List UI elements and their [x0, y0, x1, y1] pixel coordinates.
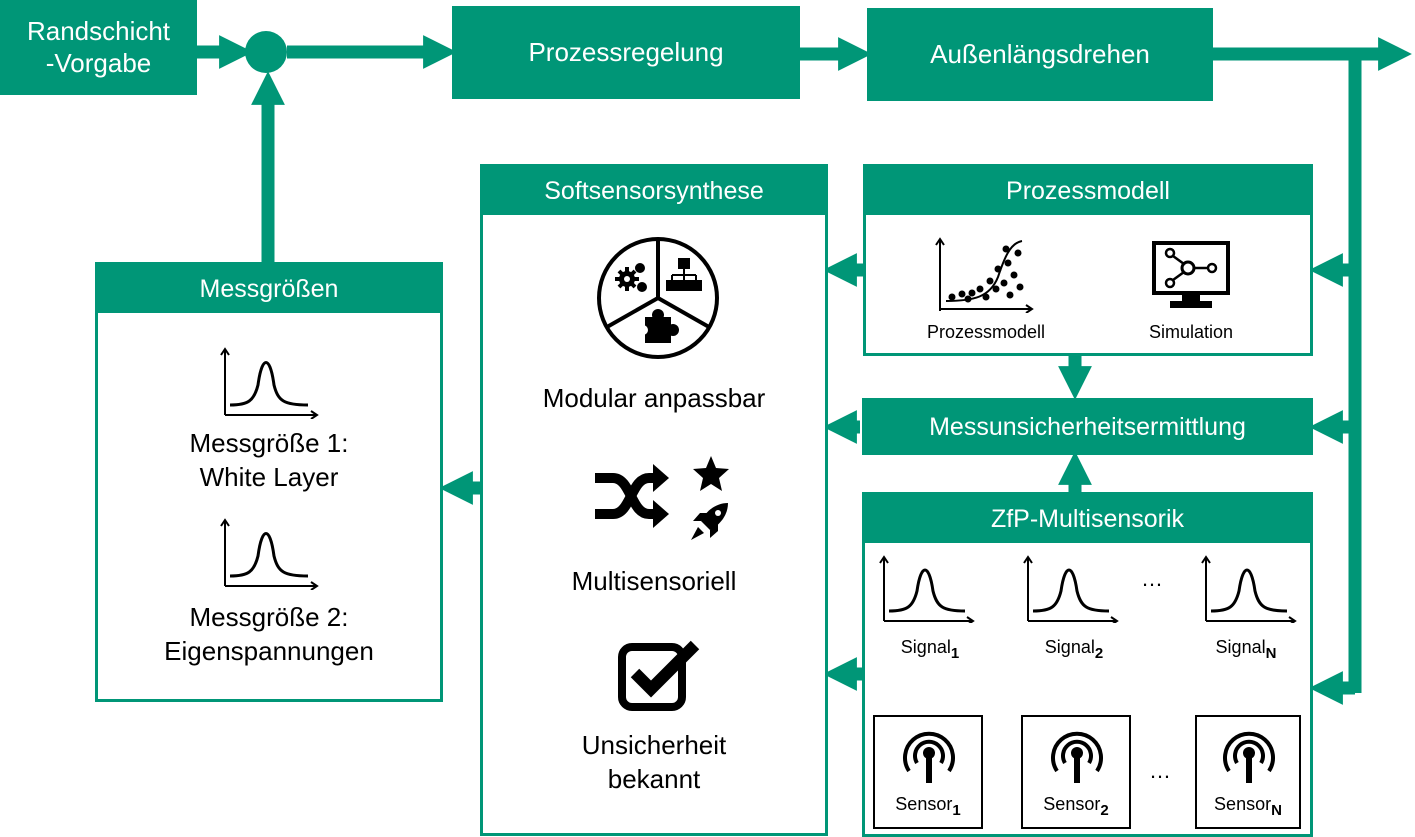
process-label: Außenlängsdrehen	[930, 38, 1150, 69]
sensor-subscript: 2	[1100, 802, 1109, 819]
sensor-subscript: 1	[952, 802, 961, 819]
radio-tower-icon	[1051, 731, 1103, 783]
sensor-label-2: Sensor2	[1023, 793, 1129, 821]
messgroesse-1-line1: Messgröße 1:	[189, 428, 349, 458]
star-icon	[693, 456, 729, 491]
signal-subscript: 2	[1094, 645, 1104, 662]
checkbox-icon	[618, 640, 700, 711]
scatter-plot-icon	[935, 237, 1034, 313]
peak-curve-icon	[220, 347, 319, 419]
signal-subscript: 1	[950, 645, 960, 662]
peak-curve-icon	[1023, 555, 1119, 623]
signal-ellipsis: …	[1141, 566, 1163, 591]
sensor-label-1: Sensor1	[875, 793, 981, 821]
feature-multisensor-label: Multisensoriell	[571, 566, 737, 596]
rocket-icon	[691, 503, 728, 540]
shuffle-icon	[595, 464, 669, 528]
sensor-label-text: Sensor	[1043, 794, 1101, 814]
signal-label-n: SignalN	[1191, 636, 1301, 664]
modular-pie-icon	[597, 237, 719, 359]
sensor-label-text: Sensor	[1214, 794, 1272, 814]
signal-label-text: Signal	[1215, 637, 1266, 657]
simulation-label: Simulation	[1148, 322, 1234, 342]
radio-tower-icon	[903, 731, 955, 783]
feature-uncertainty-line2: bekannt	[607, 763, 701, 794]
softsensor-panel: Softsensorsynthese	[480, 164, 828, 836]
controller-box: Prozessregelung	[452, 6, 800, 99]
messgroessen-panel: Messgrößen Messgröße 1: White Layer Mess…	[95, 262, 443, 702]
summing-junction	[245, 31, 287, 73]
peak-curve-icon	[879, 555, 975, 623]
prozessmodell-title: Prozessmodell	[866, 167, 1310, 215]
signal-label-text: Signal	[1044, 637, 1095, 657]
messgroesse-2-line2: Eigenspannungen	[164, 635, 374, 666]
monitor-network-icon	[1152, 241, 1230, 308]
sensor-box-1: Sensor1	[873, 715, 983, 829]
process-box: Außenlängsdrehen	[867, 8, 1213, 101]
messgroesse-2: Messgröße 2: Eigenspannungen	[98, 601, 440, 669]
input-box: Randschicht -Vorgabe	[0, 0, 197, 95]
prozessmodell-panel: Prozessmodell Prozessmodell Simulation	[863, 164, 1313, 356]
signal-label-2: Signal2	[1019, 636, 1129, 664]
peak-curve-icon	[220, 518, 319, 590]
messgroesse-2-line1: Messgröße 2:	[189, 602, 349, 632]
peak-curve-icon	[1201, 555, 1297, 623]
messgroesse-1-line2: White Layer	[199, 461, 339, 492]
input-label-line2: -Vorgabe	[45, 47, 152, 78]
feature-uncertainty-line1: Unsicherheit	[581, 730, 727, 760]
sensor-box-n: SensorN	[1195, 715, 1301, 829]
softsensor-title: Softsensorsynthese	[483, 167, 825, 215]
input-label-line1: Randschicht	[26, 16, 171, 47]
sensor-ellipsis: …	[1149, 758, 1171, 783]
feature-modular-label: Modular anpassbar	[542, 383, 766, 413]
zfp-panel: ZfP-Multisensorik … Signal1 Signal2 Sign…	[862, 492, 1313, 837]
controller-label: Prozessregelung	[528, 36, 724, 67]
feature-uncertainty: Unsicherheit bekannt	[483, 729, 825, 797]
sensor-subscript: N	[1271, 802, 1282, 819]
sensor-box-2: Sensor2	[1021, 715, 1131, 829]
radio-tower-icon	[1223, 731, 1275, 783]
messgroesse-1: Messgröße 1: White Layer	[98, 427, 440, 495]
sensor-label-n: SensorN	[1197, 793, 1299, 821]
sensor-label-text: Sensor	[895, 794, 953, 814]
model-label: Prozessmodell	[926, 322, 1046, 342]
signal-subscript: N	[1265, 645, 1277, 662]
signal-label-1: Signal1	[875, 636, 985, 664]
zfp-title: ZfP-Multisensorik	[865, 495, 1310, 543]
uncertainty-box: Messunsicherheitsermittlung	[862, 398, 1313, 455]
messgroessen-title: Messgrößen	[98, 265, 440, 313]
uncertainty-label: Messunsicherheitsermittlung	[929, 412, 1246, 441]
signal-label-text: Signal	[900, 637, 951, 657]
